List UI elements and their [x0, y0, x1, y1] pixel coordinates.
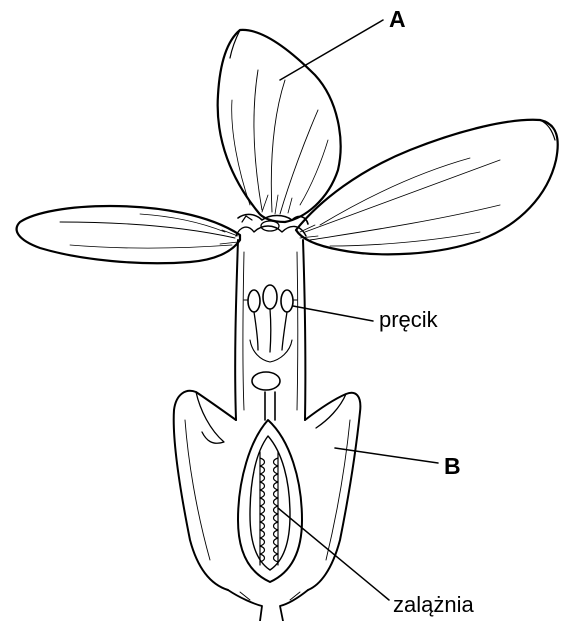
- ovary: [238, 420, 302, 582]
- top-petal: [218, 30, 341, 222]
- pistil-style: [252, 372, 280, 420]
- left-petal: [17, 206, 240, 263]
- label-precik: pręcik: [379, 309, 438, 331]
- pedicel: [228, 590, 308, 621]
- leader-line-a: [280, 20, 383, 80]
- leader-line-zalaznia: [278, 508, 389, 600]
- stamens: [244, 285, 297, 352]
- label-zalaznia: zalążnia: [393, 594, 474, 616]
- label-a: A: [389, 8, 406, 31]
- right-petal: [296, 120, 558, 255]
- leader-line-b: [335, 448, 438, 463]
- label-b: B: [444, 455, 461, 478]
